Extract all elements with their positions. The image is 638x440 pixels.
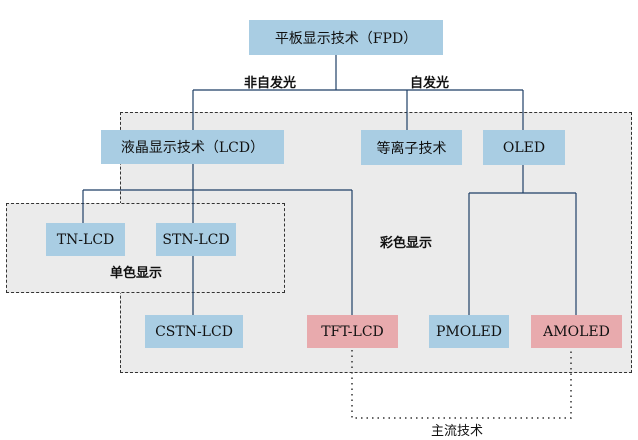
label-color-display: 彩色显示 bbox=[380, 236, 433, 251]
node-pmoled: PMOLED bbox=[429, 315, 509, 348]
node-tft-lcd: TFT-LCD bbox=[307, 315, 398, 348]
node-oled: OLED bbox=[483, 130, 565, 165]
label-mono-display: 单色显示 bbox=[110, 266, 163, 281]
mainstream-bracket bbox=[351, 350, 572, 419]
label-mainstream: 主流技术 bbox=[431, 424, 484, 439]
node-plasma: 等离子技术 bbox=[361, 130, 462, 165]
label-non-emissive: 非自发光 bbox=[244, 76, 297, 91]
node-fpd: 平板显示技术（FPD） bbox=[249, 20, 443, 55]
node-cstn-lcd: CSTN-LCD bbox=[145, 315, 243, 348]
node-tn-lcd: TN-LCD bbox=[46, 223, 125, 256]
node-lcd: 液晶显示技术（LCD） bbox=[101, 130, 284, 164]
label-emissive: 自发光 bbox=[410, 76, 450, 91]
node-stn-lcd: STN-LCD bbox=[156, 223, 236, 256]
node-amoled: AMOLED bbox=[531, 315, 622, 348]
